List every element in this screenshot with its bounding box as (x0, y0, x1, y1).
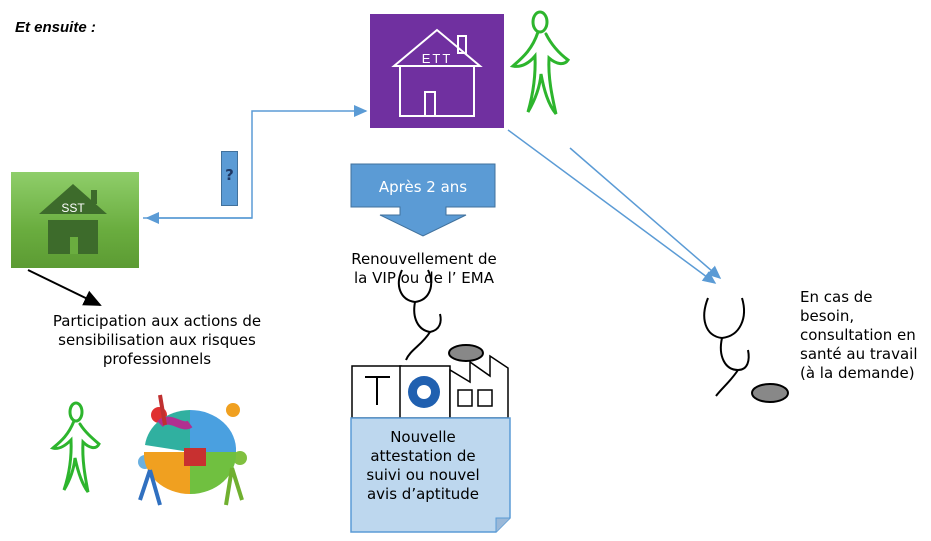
stick-figure-icon (49, 401, 101, 493)
ett-house-box: ETT (370, 14, 504, 128)
sst-label: SST (61, 201, 85, 215)
participation-text: Participation aux actions de sensibilisa… (52, 312, 262, 368)
delay-arrow (350, 163, 496, 237)
ett-consultation-arrow (569, 147, 722, 279)
sst-ett-connector (143, 105, 368, 219)
sst-house-box: SST (11, 172, 139, 268)
consultation-text: En cas de besoin, consultation en santé … (800, 288, 918, 382)
page-title: Et ensuite : (15, 19, 96, 36)
stick-figure-icon (509, 10, 571, 115)
house-icon: ETT (391, 28, 483, 117)
stethoscope-icon (703, 297, 789, 403)
attestation-text: Nouvelle attestation de suivi ou nouvel … (366, 428, 480, 503)
house-icon: SST (39, 184, 107, 254)
attestation-document (350, 417, 511, 533)
stethoscope-icon (397, 269, 484, 362)
question-box (221, 151, 238, 206)
delay-label: Après 2 ans (378, 178, 468, 196)
ett-label: ETT (422, 51, 453, 66)
ett-consultation-arrow (507, 129, 717, 284)
factory-icon (351, 354, 509, 419)
puzzle-team-icon (138, 394, 247, 506)
sst-participation-arrow (27, 269, 102, 306)
renewal-text: Renouvellement de la VIP ou de l’ EMA (351, 250, 497, 287)
question-label: ? (225, 166, 234, 184)
